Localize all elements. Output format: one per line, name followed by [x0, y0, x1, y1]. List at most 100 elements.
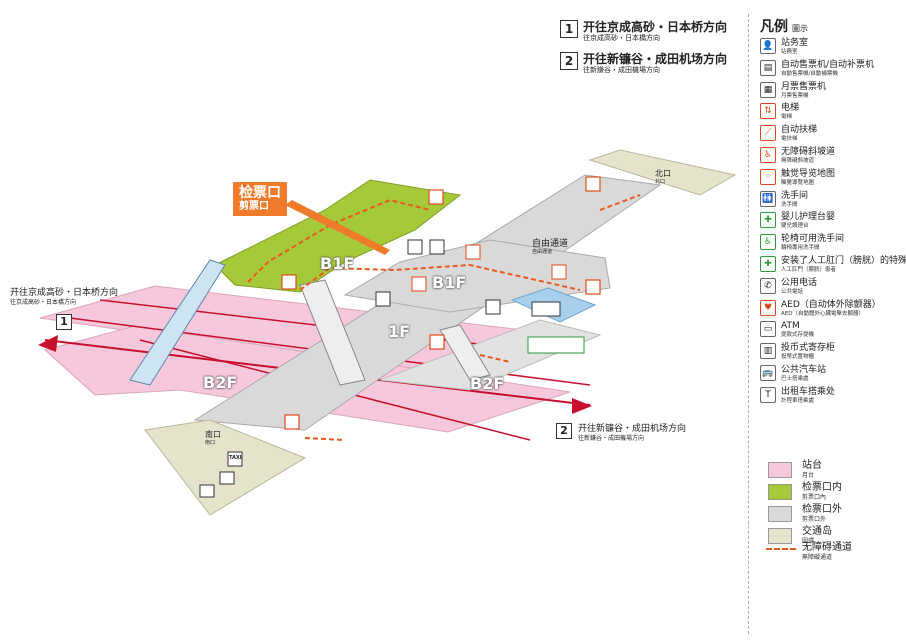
right-track-label: 开往新镰谷・成田机场方向 [578, 424, 687, 434]
ramp-marker [551, 264, 567, 280]
legend-item-sublabel: 巴士搭乘處 [781, 375, 809, 382]
south-island [144, 419, 307, 516]
legend-item: ▥ 投币式寄存柜投幣式置物櫃 [760, 343, 902, 363]
floor-1f: 1F [388, 322, 411, 341]
elevator-icon: ⇅ [760, 103, 776, 120]
direction-2-number: 2 [560, 52, 578, 70]
phone-icon: ✆ [760, 277, 776, 294]
legend-item-sublabel: 無障礙斜坡道 [781, 157, 815, 164]
taxi-marker [227, 451, 243, 467]
baby-care-icon: ✚ [760, 212, 776, 229]
legend-item-label: 站务室 [781, 38, 809, 48]
tactile-map-icon: ⁘ [760, 168, 776, 185]
legend-item-label: 安装了人工肛门（膀胱）的特殊人群 [781, 255, 906, 266]
ticket-machine-marker [429, 239, 445, 255]
legend-item: ⟋ 自动扶梯電扶梯 [760, 125, 902, 145]
legend-item-label: ATM [781, 321, 800, 332]
legend-item-label: 自动售票机/自动补票机 [781, 59, 875, 70]
barrier-free-legend: 无障碍通道 無障礙通道 [802, 542, 852, 561]
legend-item-text: 公用电话公共電話 [781, 278, 817, 296]
legend-title-sub: 圖示 [792, 24, 808, 33]
south-exit-label: 南口 [205, 430, 221, 439]
legend-item-text: 站务室站務室 [781, 38, 808, 56]
left-track-label: 开往京成高砂・日本桥方向 [10, 288, 119, 298]
escalator-icon: ⟋ [760, 125, 776, 142]
legend-item-text: 轮椅可用洗手间輪椅專用洗手間 [781, 234, 844, 252]
ticket-gate-title: 检票口 [239, 185, 281, 201]
legend-item-label: 无障碍斜坡道 [781, 146, 836, 157]
barrier-free-label: 无障碍通道 [802, 542, 852, 553]
area-label: 检票口内 [802, 482, 842, 493]
legend-item-label: 电梯 [781, 103, 800, 114]
area-legend-label: 检票口外剪票口外 [802, 504, 842, 523]
locker-icon: ▥ [760, 343, 776, 360]
ticket-gate-pointer [285, 200, 390, 255]
legend-divider [748, 14, 749, 634]
direction-2-header: 2 开往新镰谷・成田机场方向 往新鎌谷・成田機場方向 [560, 52, 727, 75]
escalator-left [129, 259, 226, 386]
legend-item: ⁘触觉导览地图觸覺導覽地圖 [760, 168, 902, 189]
legend-item-sublabel: 電扶梯 [781, 136, 798, 143]
floor-b1f-left: B1F [320, 254, 355, 273]
legend-item-label: 轮椅可用洗手间 [781, 234, 845, 245]
area-swatch [768, 462, 792, 478]
area-sublabel: 圓環 [802, 538, 815, 545]
area-sublabel: 月台 [802, 472, 815, 479]
b1f-inside-gate [214, 179, 462, 293]
legend-title: 凡例圖示 [760, 16, 902, 36]
legend-item-text: AED（自动体外除颤器）AED（自動體外心臟電擊去顫器） [781, 300, 881, 318]
legend-item-label: 月票售票机 [781, 81, 827, 92]
legend-item-sublabel: 嬰兒護理台 [781, 223, 809, 230]
accessible-facilities-marker [527, 336, 585, 354]
legend-item-text: 安装了人工肛门（膀胱）的特殊人群人工肛門（膀胱）患者 [781, 256, 906, 274]
north-exit-sublabel: 北口 [655, 179, 666, 185]
elevator-markers [281, 176, 601, 430]
legend-item-sublabel: 公共電話 [781, 288, 804, 295]
legend-item-text: 洗手间洗手間 [781, 191, 808, 209]
area-swatch [768, 484, 792, 500]
direction-1-title: 开往京成高砂・日本桥方向 [583, 20, 728, 34]
legend-item-sublabel: 洗手間 [781, 201, 798, 208]
track-2-badge: 2 [556, 423, 572, 439]
legend-item-text: 自动扶梯電扶梯 [781, 125, 817, 143]
station-office-icon: 👤 [760, 38, 776, 54]
legend-item-sublabel: 月票售票機 [781, 92, 809, 99]
locker-marker [485, 299, 501, 315]
legend-item-sublabel: 自動售票機/自動補票機 [781, 70, 838, 77]
barrier-free-swatch [766, 548, 796, 550]
legend-item: ♿ 轮椅可用洗手间輪椅專用洗手間 [760, 234, 902, 254]
legend-item-sublabel: AED（自動體外心臟電擊去顫器） [781, 310, 864, 317]
legend-item-text: 投币式寄存柜投幣式置物櫃 [781, 343, 835, 361]
floor-b1f-right: B1F [432, 273, 467, 292]
legend-item: 🚻洗手间洗手間 [760, 190, 902, 211]
direction-1-subtitle: 往京成高砂・日本橋方向 [583, 34, 660, 42]
area-legend-label: 交通岛圓環 [802, 526, 832, 545]
direction-1-number: 1 [560, 20, 578, 38]
legend-item: ⇅电梯電梯 [760, 103, 902, 123]
legend-item: ▦ 月票售票机月票售票機 [760, 81, 902, 102]
area-legend-label: 站台月台 [802, 460, 822, 479]
area-sublabel: 剪票口內 [802, 494, 827, 501]
legend-item-text: 出租车搭乘处計程車搭乘處 [781, 387, 835, 405]
legend-item: 👤 站务室站務室 [760, 38, 902, 58]
restroom-marker [531, 301, 561, 317]
legend-item: ✆ 公用电话公共電話 [760, 277, 902, 298]
legend-item-label: 投币式寄存柜 [781, 343, 836, 354]
legend-item-sublabel: 計程車搭乘處 [781, 397, 815, 404]
right-track-sublabel: 往新鎌谷・成田機場方向 [578, 435, 645, 442]
legend-item-text: 婴儿护理台婴嬰兒護理台 [781, 212, 835, 230]
legend-item-label: 公用电话 [781, 277, 818, 288]
direction-2-title: 开往新镰谷・成田机场方向 [583, 52, 728, 66]
pass-machine-icon: ▦ [760, 81, 776, 98]
area-label: 站台 [802, 460, 822, 471]
wheelchair-toilet-icon: ♿ [760, 234, 776, 251]
area-swatch [768, 528, 792, 544]
legend-item-label: AED（自动体外除颤器） [781, 299, 881, 310]
left-track-sublabel: 往京成高砂・日本橋方向 [10, 299, 77, 306]
aed-marker [411, 276, 427, 292]
legend-item-label: 触觉导览地图 [781, 168, 836, 179]
track-1-badge: 1 [56, 314, 72, 330]
